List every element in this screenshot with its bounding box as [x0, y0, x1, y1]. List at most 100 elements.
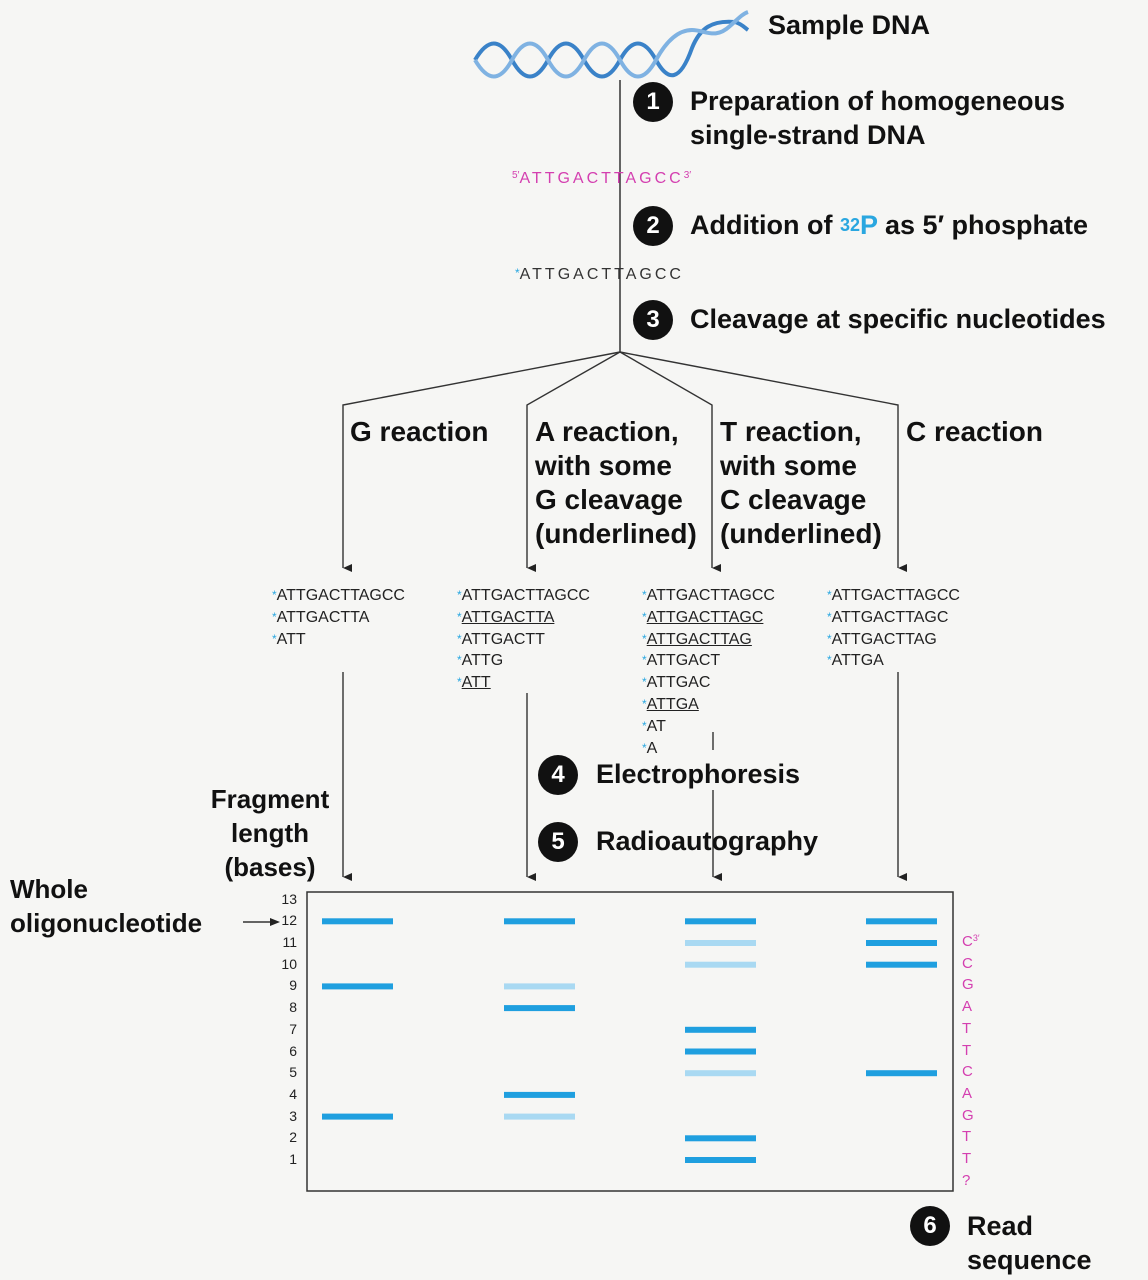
- gel-band: [685, 1157, 756, 1163]
- fragment-sequence: ATTG: [461, 652, 504, 670]
- fragment-item: *ATTGA: [827, 650, 960, 672]
- fragment-item: *ATTGA: [642, 694, 775, 716]
- gel-tick-label: 9: [289, 977, 297, 994]
- read-base-letter: C: [962, 954, 973, 972]
- label-star: *: [642, 588, 647, 602]
- reaction-label-t: T reaction,with some C cleavage(underlin…: [720, 416, 882, 549]
- fragment-sequence: ATTGAC: [646, 674, 711, 692]
- label-star: *: [642, 696, 647, 711]
- fragment-item: *ATTGACTTAGCC: [827, 585, 960, 607]
- reaction-label-a: A reaction,with some G cleavage(underlin…: [535, 416, 697, 549]
- gel-band: [685, 1026, 756, 1033]
- fragment-item: *ATTGACTT: [457, 629, 590, 651]
- read-base-letter: T: [962, 1150, 972, 1167]
- step-6-badge: 6: [910, 1206, 950, 1246]
- gel-band: [866, 940, 937, 946]
- gel-band: [685, 1135, 756, 1142]
- label-star: *: [642, 740, 647, 755]
- labeled-sequence: *ATTGACTTAGCC: [515, 266, 684, 283]
- fragment-sequence: ATTGACT: [646, 652, 721, 670]
- label-star: *: [457, 653, 462, 668]
- gel-tick-label: 7: [289, 1020, 297, 1037]
- read-base: T: [962, 1128, 982, 1145]
- fragment-length-label: Fragment length (bases): [210, 784, 330, 882]
- label-star: *: [642, 609, 647, 624]
- step-3-text: Cleavage at specific nucleotides: [690, 304, 1106, 334]
- reaction-label-g: G reaction: [350, 416, 489, 447]
- fragment-item: *ATT: [457, 672, 590, 694]
- label-star: *: [827, 631, 832, 646]
- fragment-sequence: ATTGACTTA: [461, 608, 555, 626]
- gel-tick-label: 6: [289, 1042, 297, 1059]
- three-prime-mark: 3′: [972, 933, 980, 943]
- fragment-item: *ATTGACTTAGCC: [457, 585, 590, 607]
- step-2-text: Addition of 32P as 5′ phosphate: [690, 210, 1089, 240]
- label-star: *: [827, 653, 832, 668]
- label-star: *: [272, 588, 277, 602]
- fragment-item: *AT: [642, 716, 775, 738]
- gel-band: [322, 983, 393, 990]
- sample-dna-label: Sample DNA: [768, 10, 931, 40]
- read-base: G: [962, 1107, 982, 1124]
- step-5-badge: 5: [538, 822, 578, 862]
- fragment-sequence: ATT: [461, 674, 491, 692]
- step-4-text: Electrophoresis: [596, 759, 801, 789]
- read-base-letter: C: [962, 933, 973, 950]
- reaction-label-c: C reaction: [906, 416, 1043, 447]
- fragments-g: *ATTGACTTAGCC*ATTGACTTA*ATT: [272, 585, 405, 650]
- fragment-item: *ATTGACTTA: [272, 607, 405, 629]
- read-base: T: [962, 1042, 982, 1059]
- fragment-sequence: ATTGACTTAG: [646, 630, 752, 648]
- label-star: *: [272, 609, 277, 624]
- gel-tick-label: 11: [282, 934, 297, 950]
- read-base-letter: G: [962, 1106, 974, 1124]
- fragment-item: *A: [642, 738, 775, 760]
- label-star: *: [642, 631, 647, 646]
- gel-band: [685, 918, 756, 925]
- read-base: G: [962, 976, 982, 993]
- read-base-letter: A: [962, 1084, 973, 1102]
- step-5-text: Radioautography: [596, 826, 819, 856]
- fragment-sequence: ATTGA: [646, 695, 699, 713]
- fragment-item: *ATTGACTTAG: [642, 629, 775, 651]
- gel-frame: [306, 891, 954, 1192]
- gel-tick-label: 5: [289, 1064, 297, 1081]
- label-star: *: [827, 609, 832, 624]
- fragment-sequence: ATTGACTTAGCC: [276, 587, 405, 604]
- gel-band: [685, 940, 756, 946]
- read-base: C: [962, 1063, 982, 1080]
- label-star: *: [457, 609, 462, 624]
- gel-band: [322, 1113, 393, 1120]
- fragment-sequence: ATTGACTTAGCC: [646, 587, 775, 604]
- read-base: C: [962, 955, 982, 972]
- fragment-item: *ATTGACTTAGC: [642, 607, 775, 629]
- fragment-item: *ATTGACTTAGCC: [642, 585, 775, 607]
- gel-band: [866, 1070, 937, 1077]
- read-base-letter: G: [962, 976, 974, 994]
- label-star: *: [642, 653, 647, 668]
- fragment-sequence: AT: [646, 717, 666, 735]
- fragment-item: *ATTG: [457, 650, 590, 672]
- single-strand-sequence: 5′ATTGACTTAGCC3′: [512, 170, 692, 187]
- label-star: *: [457, 631, 462, 646]
- gel-tick-label: 10: [281, 955, 297, 972]
- fragment-sequence: ATTGACTTAGC: [646, 608, 764, 626]
- fragment-sequence: ATT: [276, 630, 306, 648]
- read-base: T: [962, 1150, 982, 1167]
- gel-band: [504, 1091, 575, 1098]
- fragment-sequence: ATTGACTT: [461, 630, 545, 648]
- gel-tick-label: 2: [289, 1129, 297, 1146]
- label-star: *: [272, 631, 277, 646]
- fragment-item: *ATTGACTTAGCC: [272, 585, 405, 607]
- fragment-sequence: A: [646, 739, 658, 757]
- gel-band: [685, 961, 756, 968]
- fragment-item: *ATTGACTTA: [457, 607, 590, 629]
- step-1-badge: 1: [633, 82, 673, 122]
- gel-tick-label: 3: [289, 1107, 297, 1124]
- gel-band: [504, 918, 575, 925]
- read-base-letter: T: [962, 1128, 972, 1146]
- step-6-text: Read sequence: [967, 1211, 1092, 1275]
- fragment-sequence: ATTGACTTAGCC: [831, 587, 960, 604]
- fragment-item: *ATT: [272, 629, 405, 651]
- label-star: *: [642, 675, 647, 690]
